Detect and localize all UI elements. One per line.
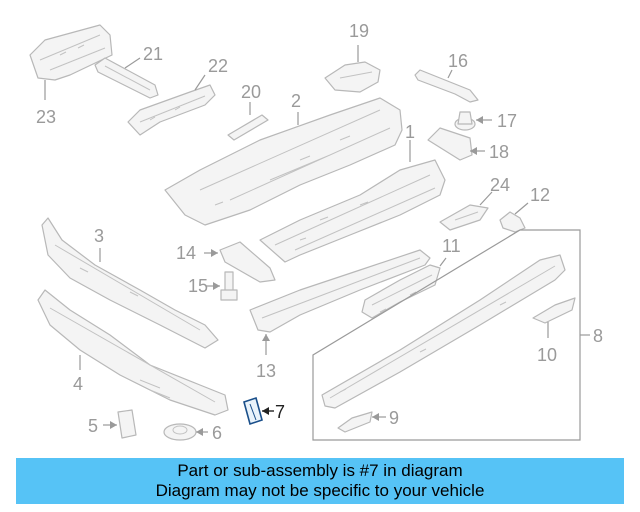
callout-15: 15 (188, 276, 208, 296)
part-7-drawing (243, 396, 263, 426)
arrow-14 (211, 249, 218, 257)
callout-24: 24 (490, 175, 510, 195)
callout-1: 1 (405, 122, 415, 142)
part-21-drawing (94, 57, 159, 99)
part-1-drawing (259, 159, 446, 263)
part-19-drawing (324, 61, 381, 93)
leader-22 (194, 74, 206, 91)
callout-16: 16 (448, 51, 468, 71)
part-14-drawing (219, 241, 276, 283)
callout-2: 2 (291, 91, 301, 111)
callout-3: 3 (94, 226, 104, 246)
vehicle-fit-banner: Part or sub-assembly is #7 in diagram Di… (16, 458, 624, 504)
callout-23: 23 (36, 107, 56, 127)
arrow-18 (470, 147, 477, 155)
callout-6: 6 (212, 423, 222, 443)
part-11-drawing (361, 264, 441, 319)
callout-7: 7 (275, 402, 285, 422)
part-17-drawing (454, 111, 476, 131)
arrow-15 (213, 282, 220, 290)
callout-4: 4 (73, 374, 83, 394)
part-5-drawing (117, 409, 137, 439)
part-12-drawing (499, 211, 526, 233)
callout-8: 8 (593, 326, 603, 346)
arrow-9 (372, 413, 379, 421)
leader-11 (439, 257, 447, 267)
part-2-drawing (164, 97, 403, 226)
callout-13: 13 (256, 361, 276, 381)
arrow-13 (262, 334, 270, 341)
part-24-drawing (439, 204, 489, 231)
callout-5: 5 (88, 416, 98, 436)
leader-24 (479, 191, 493, 206)
part-10-drawing (532, 297, 576, 324)
callout-18: 18 (489, 142, 509, 162)
callout-19: 19 (349, 21, 369, 41)
arrow-5 (110, 421, 117, 429)
leader-16 (447, 69, 453, 79)
arrow-7 (262, 407, 269, 415)
part-18-drawing (427, 127, 473, 161)
arrow-17 (476, 116, 483, 124)
arrow-6 (196, 428, 203, 436)
callout-12: 12 (530, 185, 550, 205)
part-8-frame (312, 229, 581, 441)
part-16-drawing (414, 69, 479, 103)
callout-9: 9 (389, 408, 399, 428)
callout-17: 17 (497, 111, 517, 131)
part-23-drawing (29, 24, 113, 81)
part-8-drawing (321, 254, 566, 409)
part-6-drawing (163, 423, 197, 441)
part-22-drawing (127, 84, 216, 136)
callout-10: 10 (537, 345, 557, 365)
callout-22: 22 (208, 56, 228, 76)
leader-21 (124, 57, 141, 69)
callout-14: 14 (176, 243, 196, 263)
banner-line-2: Diagram may not be specific to your vehi… (155, 481, 485, 500)
callout-20: 20 (241, 82, 261, 102)
leader-12 (514, 202, 529, 215)
part-3-drawing (41, 217, 219, 349)
part-9-drawing (337, 411, 373, 433)
banner-line-1: Part or sub-assembly is #7 in diagram (177, 461, 463, 480)
part-13-drawing (249, 249, 431, 333)
part-15-drawing (220, 271, 238, 301)
part-20-drawing (227, 114, 269, 141)
parts-diagram: 23 21 22 20 2 19 16 17 (29, 21, 603, 443)
part-4-drawing (37, 289, 229, 416)
callout-21: 21 (143, 44, 163, 64)
callout-11: 11 (442, 236, 461, 256)
